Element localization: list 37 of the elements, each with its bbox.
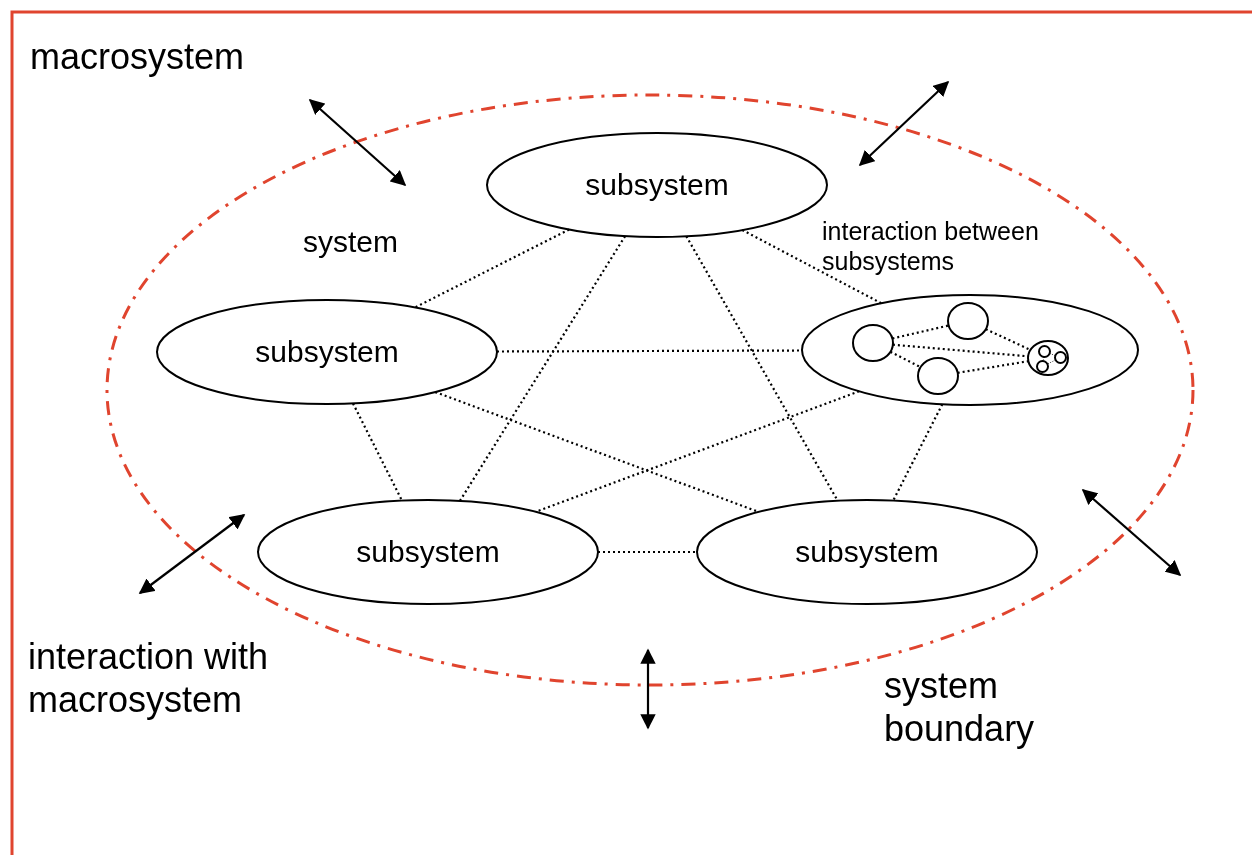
annotation-text: interaction between subsystems [822,216,1040,276]
dotted-connector [352,402,403,502]
subsystem-label: subsystem [356,535,500,569]
dotted-connector [892,403,944,502]
dotted-connector [892,324,949,340]
dotted-connector [414,228,570,309]
boundary-label: system boundary [884,664,1036,751]
subsystem-ellipse [258,500,598,604]
subsystem-label: subsystem [795,535,939,569]
component-circle [1028,341,1068,375]
system-label: system [303,225,398,259]
macrosystem-label: macrosystem [30,36,245,78]
dotted-connector [1047,359,1056,365]
sub-component-circle [1037,361,1048,372]
subsystem-ellipse [157,300,497,404]
sub-component-circle [1039,346,1050,357]
subsystem-label: subsystem [585,168,729,202]
macrosystem-frame [12,12,1252,855]
dotted-connector [957,360,1029,374]
dotted-connector [889,350,922,369]
subsystem-label: subsystem [255,335,399,369]
dotted-connector [685,235,839,502]
dotted-connector [598,550,697,554]
dotted-connector [1049,353,1056,356]
dotted-connector [985,328,1031,351]
dotted-connector [741,229,882,305]
subsystem-ellipse [802,295,1138,405]
dotted-connector [892,343,1029,358]
component-circle [853,325,893,361]
dotted-connector [497,349,802,353]
sub-component-circle [1055,352,1066,363]
dotted-connector [458,235,627,502]
component-circle [948,303,988,339]
annotation-text: interaction with macrosystem [28,635,270,722]
dotted-connector [1042,356,1045,362]
component-circle [918,358,958,394]
subsystem-ellipse [697,500,1037,604]
